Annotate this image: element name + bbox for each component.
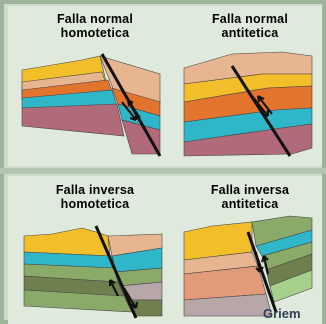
diagram-inversa-antitetica	[172, 212, 322, 320]
diagram-normal-homotetica	[12, 44, 172, 159]
title-line1: Falla normal	[30, 12, 160, 26]
credit-text: Griem	[263, 306, 301, 321]
title-line2: antitetica	[185, 197, 315, 211]
title-normal-antitetica: Falla normal antitetica	[185, 12, 315, 40]
title-normal-homotetica: Falla normal homotetica	[30, 12, 160, 40]
title-line1: Falla inversa	[185, 183, 315, 197]
row-divider	[0, 168, 326, 174]
title-inversa-homotetica: Falla inversa homotetica	[30, 183, 160, 211]
title-line2: homotetica	[30, 26, 160, 40]
diagram-inversa-homotetica	[12, 212, 172, 320]
diagram-normal-antitetica	[172, 44, 322, 159]
title-line2: antitetica	[185, 26, 315, 40]
layer-mauve	[22, 104, 124, 136]
title-line1: Falla inversa	[30, 183, 160, 197]
title-inversa-antitetica: Falla inversa antitetica	[185, 183, 315, 211]
title-line2: homotetica	[30, 197, 160, 211]
title-line1: Falla normal	[185, 12, 315, 26]
